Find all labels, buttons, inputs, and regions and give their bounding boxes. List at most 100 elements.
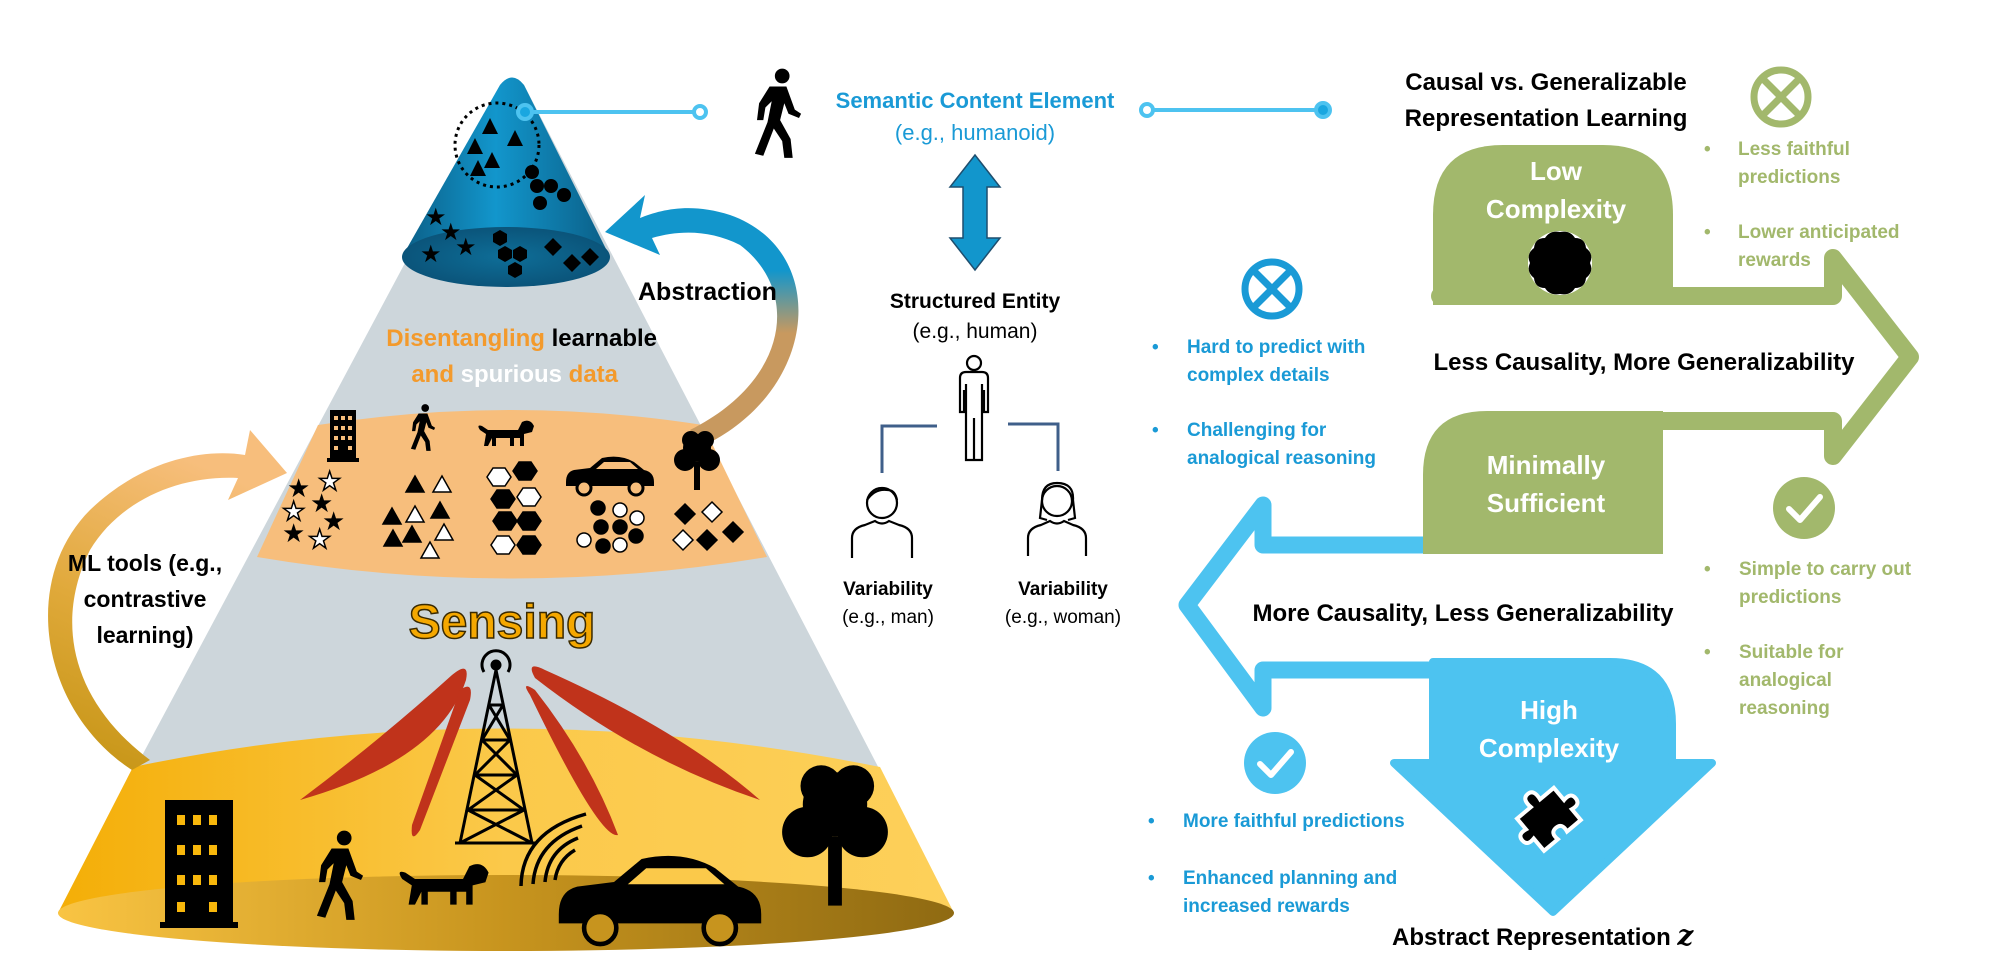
semantic-walker-icon — [754, 68, 802, 158]
diamond-group — [671, 500, 745, 552]
bullet-dot: • — [1704, 642, 1711, 663]
high-bullets: • More faithful predictions • Enhanced p… — [1148, 811, 1405, 917]
minimally-sufficient-label-line2: Sufficient — [1487, 488, 1606, 518]
hard-bullet-2-line1: Challenging for — [1187, 420, 1327, 441]
minimally-sufficient-label-line1: Minimally — [1487, 450, 1606, 480]
panel-title-line2: Representation Learning — [1405, 105, 1688, 132]
svg-text:★: ★ — [282, 518, 305, 548]
mid-bullet-1-line1: Simple to carry out — [1739, 559, 1912, 580]
middle-band-shapes: ★ ★ ★ ★ ★ ★ ★ — [281, 461, 745, 559]
abstraction-label: Abstraction — [638, 278, 777, 306]
high-bullet-2-line2: increased rewards — [1183, 896, 1350, 917]
high-bullet-2-line1: Enhanced planning and — [1183, 868, 1397, 889]
mid-bullet-2-line3: reasoning — [1739, 698, 1830, 719]
low-complexity-box — [1433, 145, 1673, 305]
structured-title: Structured Entity — [890, 290, 1061, 313]
low-bullet-2-line1: Lower anticipated — [1738, 222, 1900, 243]
hexagon-group — [486, 461, 542, 555]
bullet-dot: • — [1152, 337, 1159, 358]
semantic-connector-left — [516, 103, 708, 121]
disentangling-word: Disentangling — [386, 325, 545, 352]
hard-bullet-1-line1: Hard to predict with — [1187, 337, 1365, 358]
triangle-cluster — [467, 118, 523, 176]
low-bullet-1-line2: predictions — [1738, 167, 1840, 188]
high-bullet-1-line1: More faithful predictions — [1183, 811, 1405, 832]
hard-bullet-2-line2: analogical reasoning — [1187, 448, 1376, 469]
variability-man-title: Variability — [843, 579, 933, 600]
top-cap-shapes: ★ ★ ★ ★ — [420, 101, 599, 278]
hard-bullet-1-line2: complex details — [1187, 365, 1330, 386]
car-icon — [558, 855, 762, 947]
cell-tower-icon — [455, 649, 537, 845]
signal-beams — [300, 666, 760, 837]
semantic-connector-right — [1139, 101, 1332, 119]
abstract-representation-text: Abstract Representation — [1392, 924, 1677, 951]
blue-check-icon — [1244, 732, 1306, 794]
minimally-sufficient-box — [1423, 411, 1663, 554]
ml-tools-label-line2: contrastive — [84, 586, 207, 612]
and-word: and — [411, 361, 454, 388]
disentangling-label-line1: Disentangling learnable — [353, 325, 677, 352]
svg-text:★: ★ — [425, 204, 447, 231]
abstract-representation-symbol: z — [1676, 919, 1694, 952]
low-complexity-label-line1: Low — [1530, 156, 1583, 186]
abstraction-arrow — [605, 195, 799, 446]
data-word: data — [562, 361, 619, 388]
svg-text:★: ★ — [440, 219, 462, 246]
less-causality-label: Less Causality, More Generalizability — [1433, 349, 1855, 376]
mid-bullet-2-line1: Suitable for — [1739, 642, 1844, 663]
bullet-dot: • — [1152, 420, 1159, 441]
variability-woman-title: Variability — [1018, 579, 1108, 600]
low-complexity-label-line2: Complexity — [1486, 194, 1627, 224]
car-icon — [566, 456, 654, 497]
bidirectional-arrow-icon — [948, 153, 1002, 272]
hard-bullets: • Hard to predict with complex details •… — [1152, 337, 1376, 469]
human-icon — [958, 354, 990, 462]
man-icon — [850, 486, 914, 558]
svg-text:★: ★ — [318, 466, 341, 496]
structured-example: (e.g., human) — [913, 320, 1038, 343]
middle-band-objects — [327, 404, 720, 497]
green-check-icon — [1773, 477, 1835, 539]
low-bullets: • Less faithful predictions • Lower anti… — [1704, 139, 1900, 271]
bullet-dot: • — [1704, 222, 1711, 243]
low-bullet-1-line1: Less faithful — [1738, 139, 1850, 160]
wifi-signal-icon — [519, 812, 587, 887]
green-flow-arrow — [1431, 249, 1919, 465]
learnable-word: learnable — [545, 325, 657, 352]
variability-bracket — [880, 422, 1060, 473]
variability-man-example: (e.g., man) — [842, 607, 934, 628]
dog-icon — [478, 420, 534, 446]
puzzle-piece-icon — [1514, 784, 1584, 854]
tree-icon — [674, 431, 720, 490]
circle-cluster — [525, 165, 571, 210]
mid-bullets: • Simple to carry out predictions • Suit… — [1704, 559, 1912, 719]
green-cross-icon — [1750, 66, 1812, 128]
tree-icon — [782, 765, 888, 906]
panel-title-line1: Causal vs. Generalizable — [1405, 69, 1686, 96]
high-complexity-label-line1: High — [1520, 695, 1578, 725]
ml-tools-label-line1: ML tools (e.g., — [68, 550, 222, 576]
star-group: ★ ★ ★ ★ ★ ★ ★ — [281, 465, 345, 555]
abstract-representation-label: Abstract Representation z — [1392, 919, 1694, 952]
blue-cross-icon — [1241, 258, 1303, 320]
svg-text:★: ★ — [287, 473, 310, 503]
ml-tools-label-line3: learning) — [96, 622, 193, 648]
bullet-dot: • — [1148, 811, 1155, 832]
woman-icon — [1026, 481, 1088, 556]
circle-group — [576, 500, 645, 554]
building-icon — [327, 410, 359, 462]
mid-bullet-2-line2: analogical — [1739, 670, 1832, 691]
walker-icon — [410, 404, 436, 451]
more-causality-label: More Causality, Less Generalizability — [1252, 600, 1674, 627]
svg-text:★: ★ — [282, 496, 305, 526]
mid-bullet-1-line2: predictions — [1739, 587, 1841, 608]
ml-tools-arrow — [48, 430, 287, 770]
svg-text:★: ★ — [308, 524, 331, 554]
diamond-cluster — [544, 238, 599, 272]
svg-text:★: ★ — [455, 234, 477, 261]
walker-icon — [316, 830, 364, 920]
base-objects — [160, 765, 888, 947]
spurious-word: spurious — [454, 361, 562, 388]
